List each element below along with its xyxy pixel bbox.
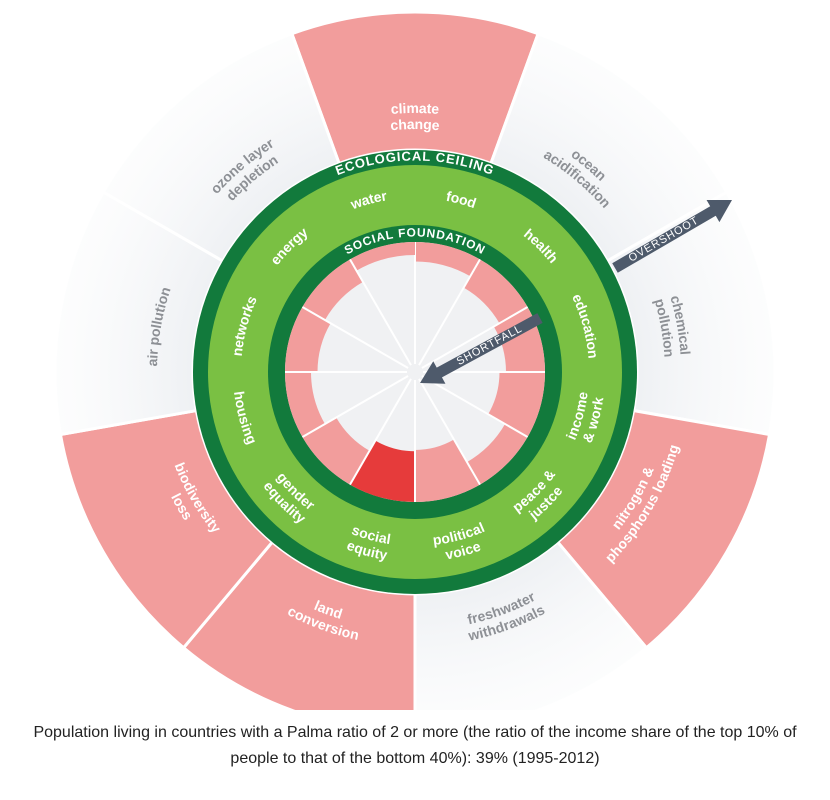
shortfall-housing [285,372,325,437]
shortfall-food [415,242,480,277]
shortfall-energy [302,259,363,320]
sector-divider [301,306,409,369]
shortfall-political-voice [415,439,480,502]
arrow-shape [420,313,543,384]
sector-divider [349,258,412,366]
svg-text:climate: climate [390,100,440,117]
social-shortfall-layer [285,242,545,502]
caption: Population living in countries with a Pa… [33,724,797,767]
shortfall-networks [285,307,331,372]
shortfall-health [463,259,528,324]
shortfall-water [350,242,415,271]
sector-divider [421,306,529,369]
sector-divider [421,375,529,438]
shortfall-peace-justice [467,424,528,485]
sector-divider [349,378,412,486]
doughnut-rings [193,150,637,594]
svg-text:change: change [390,116,441,133]
sector-divider [418,258,481,366]
shortfall-social-equity [350,440,415,502]
shortfall-income-work [488,372,545,437]
arrow-shape [612,199,732,273]
sector-divider [418,378,481,486]
shortfall-gender-equality [302,417,370,485]
sector-divider [301,375,409,438]
